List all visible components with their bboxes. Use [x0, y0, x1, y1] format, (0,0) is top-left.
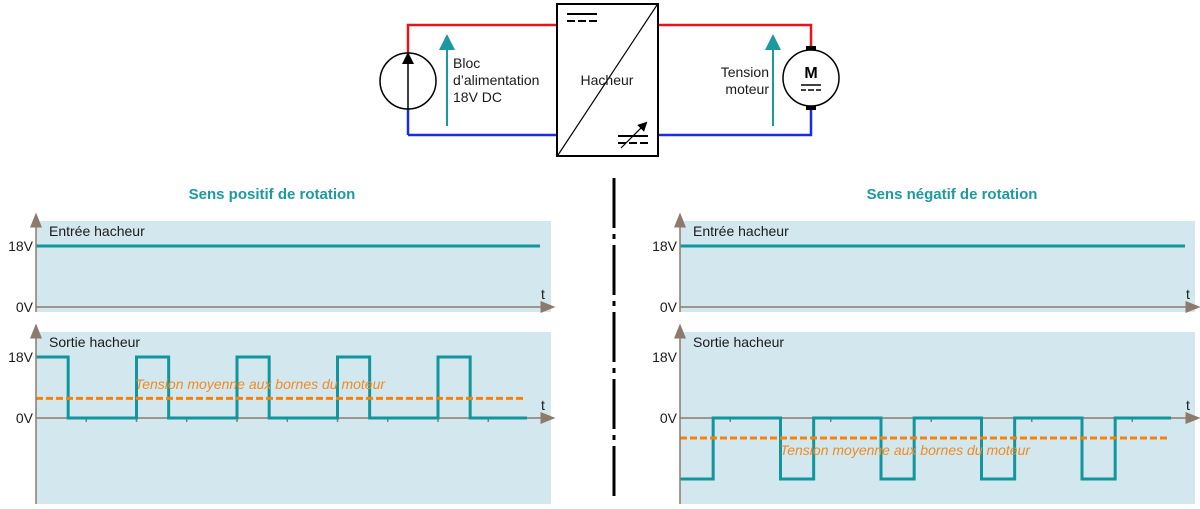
x-axis-label: t	[1186, 397, 1190, 413]
chopper-label: Hacheur	[581, 72, 634, 88]
ytick-0v: 0V	[16, 410, 34, 426]
supply-label-line-2: d’alimentation	[453, 72, 539, 88]
chart-title: Entrée hacheur	[49, 223, 145, 239]
chart-title: Sortie hacheur	[693, 334, 784, 350]
supply-label-line-1: Bloc	[453, 55, 480, 71]
ytick-18v: 18V	[8, 349, 34, 365]
chopper-block: Hacheur	[556, 3, 659, 157]
chart-left-output: Sortie hacheur t 18V 0V Tension moyenne aux …	[8, 323, 556, 504]
plot-background	[36, 221, 551, 312]
chart-left-input: Entrée hacheur t 18V 0V	[8, 212, 556, 315]
average-voltage-label: Tension moyenne aux bornes du moteur	[780, 442, 1031, 458]
ytick-0v: 0V	[16, 299, 34, 315]
pwm-signal	[36, 355, 527, 420]
supply-label-line-3: 18V DC	[453, 89, 502, 105]
section-title-negative: Sens négatif de rotation	[867, 186, 1038, 203]
motor-voltage-label-line-2: moteur	[725, 81, 769, 97]
x-axis-label: t	[1186, 286, 1190, 302]
average-voltage-label: Tension moyenne aux bornes du moteur	[135, 376, 386, 392]
ytick-0v: 0V	[660, 299, 678, 315]
dc-symbol-icon	[567, 13, 597, 22]
motor-voltage-label-line-1: Tension	[721, 64, 769, 80]
chart-title: Entrée hacheur	[693, 223, 789, 239]
variable-dc-symbol-icon	[618, 121, 648, 149]
negative-wire-right	[658, 108, 813, 137]
x-axis-label: t	[541, 397, 545, 413]
circuit: Bloc d’alimentation 18V DC Hacheur Tensi…	[379, 3, 840, 157]
ytick-0v: 0V	[660, 410, 678, 426]
positive-wire-right	[658, 23, 813, 48]
charts: Entrée hacheur t 18V 0V Sortie hacheur t 18V 0V…	[8, 212, 1200, 504]
chart-title: Sortie hacheur	[49, 334, 140, 350]
voltage-source-icon	[379, 52, 437, 110]
ytick-18v: 18V	[652, 349, 678, 365]
section-title-positive: Sens positif de rotation	[189, 186, 356, 203]
x-axis-label: t	[541, 286, 545, 302]
plot-background	[680, 221, 1195, 312]
ytick-18v: 18V	[652, 238, 678, 254]
pwm-signal	[680, 416, 1171, 481]
motor-symbol: M	[804, 65, 817, 82]
chart-right-output: Sortie hacheur t 18V 0V Tension moyenne aux …	[652, 323, 1200, 504]
ytick-18v: 18V	[8, 238, 34, 254]
motor-icon: M	[782, 46, 840, 110]
chart-right-input: Entrée hacheur t 18V 0V	[652, 212, 1200, 315]
